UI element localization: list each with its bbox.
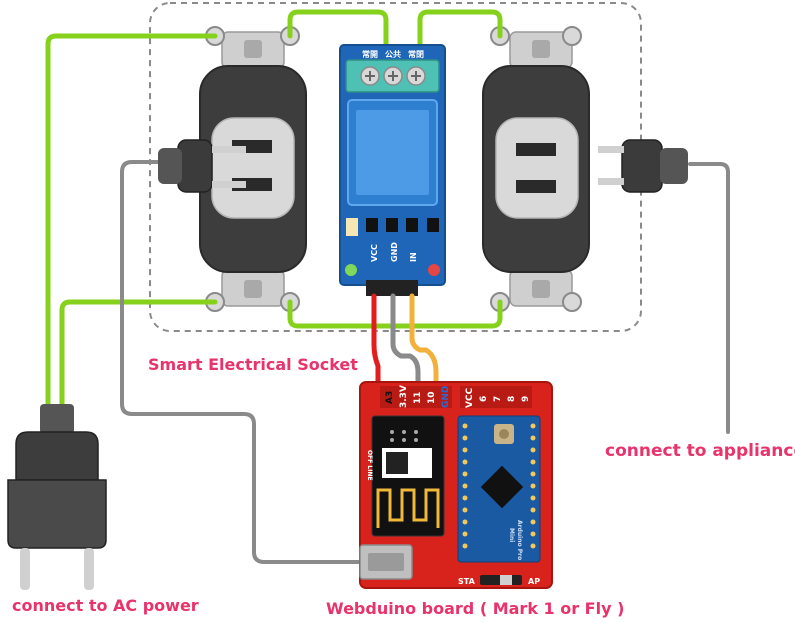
webduino-board	[359, 381, 553, 589]
relay-pin-labels: VCC GND IN	[370, 242, 418, 262]
board-pin-label: 8	[507, 396, 517, 402]
left-outlet-terminals	[205, 26, 300, 312]
board-header-right-labels: VCC 6 7 8 9	[465, 387, 531, 408]
gray-power-cables	[120, 160, 730, 564]
green-wires	[45, 9, 503, 423]
relay-pin-gnd: GND	[390, 242, 399, 262]
board-pin-label: VCC	[465, 387, 475, 408]
board-header-left-labels: A3 3.3V 11 10 GND	[385, 385, 451, 408]
board-pin-label: 10	[427, 391, 437, 404]
ac-power-label: connect to AC power	[12, 596, 199, 615]
board-pin-label: A3	[385, 391, 395, 404]
right-outlet-terminals	[490, 26, 582, 312]
right-outlet	[482, 31, 590, 307]
nano-label-2: Mini	[508, 528, 515, 542]
board-sta-label: STA	[458, 577, 476, 586]
relay-pin-in: IN	[409, 252, 418, 262]
nano-label: Arduino Pro	[516, 520, 523, 560]
smart-socket-label: Smart Electrical Socket	[148, 355, 358, 374]
relay-module	[339, 44, 446, 296]
relay-terminal-label: 公共	[385, 49, 401, 59]
relay-board-wires	[371, 293, 439, 395]
right-inline-plug	[598, 139, 688, 193]
board-pin-label: 11	[413, 391, 423, 404]
board-pin-label: 3.3V	[399, 385, 409, 408]
relay-top-terminal-labels: 常開 公共 常閉	[362, 49, 424, 59]
board-pin-dots	[462, 423, 536, 549]
board-ap-label: AP	[528, 577, 540, 586]
board-pin-label: 7	[493, 396, 503, 402]
left-inline-plug	[158, 139, 246, 193]
relay-terminal-label: 常閉	[408, 49, 424, 59]
ac-power-plug	[7, 404, 107, 590]
appliance-label: connect to appliance	[605, 441, 795, 461]
relay-terminal-label: 常開	[362, 49, 378, 59]
board-pin-label: 9	[521, 396, 531, 402]
relay-pin-vcc: VCC	[370, 244, 379, 262]
board-offline-label: OFF LINE	[366, 450, 373, 481]
board-pin-label: 6	[479, 396, 489, 402]
board-pin-label: GND	[441, 386, 451, 408]
left-outlet	[199, 31, 307, 307]
board-caption: Webduino board ( Mark 1 or Fly )	[326, 599, 624, 618]
